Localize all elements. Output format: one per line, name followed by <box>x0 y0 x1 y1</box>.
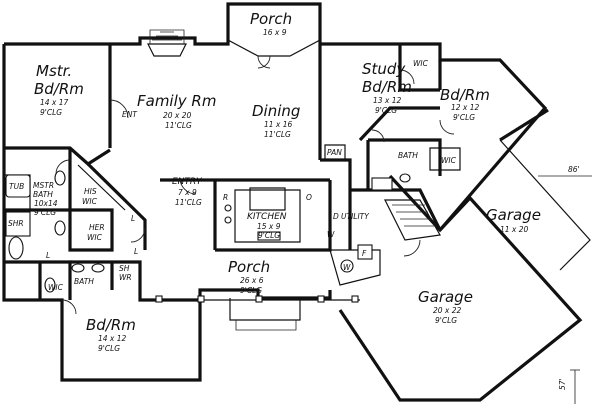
wic-bath: WIC <box>441 156 457 165</box>
shwr-label-1: SH <box>119 264 130 273</box>
mstr-bath-size: 10x14 <box>34 199 58 208</box>
shr-label: SHR <box>8 219 24 228</box>
kitchen-clg: 9'CLG <box>258 231 280 240</box>
exterior-walls <box>2 2 591 402</box>
bedroom-bottom-name: Bd/Rm <box>86 316 136 334</box>
o-label: O <box>306 193 312 202</box>
mstr-bed-name-2: Bd/Rm <box>34 80 84 98</box>
his-wic-1: HIS <box>84 187 97 196</box>
dining-size: 11 x 16 <box>264 120 293 129</box>
mstr-bed-clg: 9'CLG <box>40 108 62 117</box>
porch-front-name: Porch <box>228 258 270 276</box>
her-wic-2: WIC <box>87 233 103 242</box>
bath-bottom-label: BATH <box>74 277 94 286</box>
mstr-bed-size: 14 x 17 <box>40 98 69 107</box>
his-wic-2: WIC <box>82 197 98 206</box>
d-label: D <box>333 212 339 221</box>
interior-walls <box>4 44 461 302</box>
entry-size: 7 x 9 <box>178 188 197 197</box>
family-room-size: 20 x 20 <box>163 111 192 120</box>
kitchen-size: 15 x 9 <box>257 222 281 231</box>
l-label-3: L <box>134 247 138 256</box>
tub-label: TUB <box>9 182 24 191</box>
fixtures <box>5 170 411 293</box>
mstr-bed-name-1: Mstr. <box>36 62 72 80</box>
bedroom-bottom-clg: 9'CLG <box>98 344 120 353</box>
wic-bottom: WIC <box>48 283 64 292</box>
porch-top-size: 16 x 9 <box>263 28 287 37</box>
study-size: 13 x 12 <box>373 96 402 105</box>
mstr-bath-name-2: BATH <box>33 190 53 199</box>
bath-right-label: BATH <box>398 151 418 160</box>
l-label-2: L <box>131 214 135 223</box>
garage-upper-name: Garage <box>486 206 541 224</box>
garage-lower-name: Garage <box>418 288 473 306</box>
dimension-marks <box>538 175 592 404</box>
entry-clg: 11'CLG <box>175 198 202 207</box>
porch-front-size: 26 x 6 <box>240 276 264 285</box>
dining-clg: 11'CLG <box>264 130 291 139</box>
room-labels: Porch 16 x 9 Mstr. Bd/Rm 14 x 17 9'CLG F… <box>33 10 541 353</box>
w2-label: W <box>343 263 351 272</box>
mstr-bath-name-1: MSTR <box>33 181 54 190</box>
utility-label: UTILITY <box>341 212 370 221</box>
w-label: W <box>327 230 335 239</box>
garage-lower-clg: 9'CLG <box>435 316 457 325</box>
entry-name: ENTRY <box>172 177 203 187</box>
f-label: F <box>362 249 367 258</box>
dining-name: Dining <box>252 102 300 120</box>
bedroom-right-clg: 9'CLG <box>453 113 475 122</box>
pan-label: PAN <box>327 148 342 157</box>
study-name-1: Study <box>362 60 406 78</box>
porch-front-clg: 9'CLG <box>240 286 262 295</box>
porch-top-name: Porch <box>250 10 292 28</box>
wic-study: WIC <box>413 59 429 68</box>
shwr-label-2: WR <box>119 273 132 282</box>
mstr-bath-clg: 9'CLG <box>34 208 56 217</box>
kitchen-name: KITCHEN <box>247 212 287 222</box>
dimensions: 86' 57' <box>558 165 580 390</box>
porch-front <box>155 295 360 331</box>
family-room-name: Family Rm <box>137 92 216 110</box>
garage-upper-size: 11 x 20 <box>500 225 529 234</box>
small-labels: WIC WIC WIC HIS WIC HER WIC TUB SHR ENT … <box>8 59 457 292</box>
bedroom-right-name: Bd/Rm <box>440 86 490 104</box>
width-dimension: 86' <box>568 165 580 174</box>
study-name-2: Bd/Rm <box>362 78 412 96</box>
bedroom-right-size: 12 x 12 <box>451 103 480 112</box>
her-wic-1: HER <box>89 223 105 232</box>
r-label: R <box>223 193 228 202</box>
ent-label: ENT <box>122 110 138 119</box>
depth-dimension: 57' <box>558 378 567 390</box>
fireplace <box>147 29 187 57</box>
family-room-clg: 11'CLG <box>165 121 192 130</box>
garage-lower-size: 20 x 22 <box>433 306 462 315</box>
doors <box>55 55 455 315</box>
bedroom-bottom-size: 14 x 12 <box>98 334 127 343</box>
study-clg: 9'CLG <box>375 106 397 115</box>
l-label-1: L <box>46 251 50 260</box>
